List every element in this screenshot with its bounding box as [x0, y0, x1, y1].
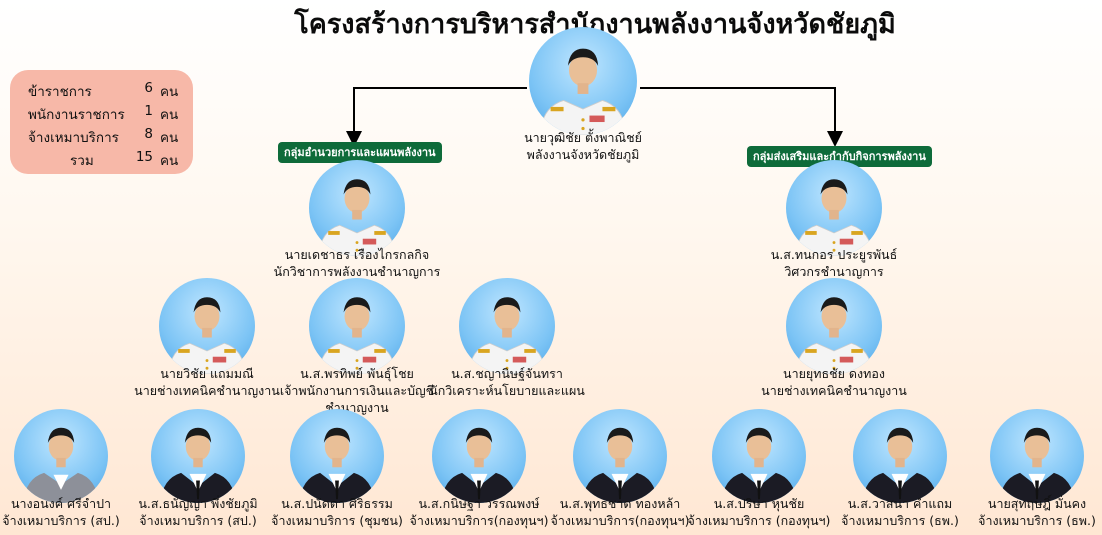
- person-name: น.ส.วาสนา คำแถม: [847, 496, 953, 511]
- person-name: นายสุทฤษฎิ์ มั่นคง: [987, 496, 1087, 511]
- person-name: น.ส.กนิษฐา วรรณพงษ์: [418, 496, 540, 511]
- summary-row: พนักงานราชการ 1 คน: [10, 103, 193, 125]
- portrait-photo: [712, 409, 806, 503]
- portrait-photo: [432, 409, 526, 503]
- person-name: นายวิชัย แถมมณี: [160, 366, 254, 381]
- summary-label: พนักงานราชการ: [28, 107, 125, 123]
- person-position: จ้างเหมาบริการ(กองทุนฯ): [409, 513, 549, 528]
- person-position: พลังงานจังหวัดชัยภูมิ: [526, 147, 640, 162]
- summary-label: รวม: [70, 153, 94, 169]
- person-name: น.ส.พรทิพย์ พันธุ์โชย: [300, 366, 414, 381]
- person-position: นักวิชาการพลังงานชำนาญการ: [273, 264, 441, 279]
- person-name: นายวุฒิชัย ตั้งพาณิชย์: [524, 130, 642, 145]
- portrait-photo: [853, 409, 947, 503]
- group-badge-promotion-regulation: กลุ่มส่งเสริมและกำกับกิจการพลังงาน: [747, 146, 932, 167]
- person-position: จ้างเหมาบริการ (กองทุนฯ): [687, 513, 831, 528]
- staff-summary-box: ข้าราชการ 6 คน พนักงานราชการ 1 คน จ้างเห…: [10, 70, 193, 174]
- portrait-photo: [309, 160, 405, 256]
- summary-row: ข้าราชการ 6 คน: [10, 80, 193, 102]
- summary-label: จ้างเหมาบริการ: [28, 130, 119, 146]
- person-position: นายช่างเทคนิคชำนาญงาน: [761, 383, 907, 398]
- person-name: นางอนงค์ ศรีจำปา: [10, 496, 112, 511]
- summary-unit: คน: [160, 153, 179, 169]
- person-name: น.ส.ชญานิษฐ์จันทรา: [451, 366, 563, 381]
- portrait-photo: [786, 278, 882, 374]
- person-name: นายเดชาธร เรืองไกรกลกิจ: [284, 247, 430, 262]
- person-position: จ้างเหมาบริการ (สป.): [139, 513, 257, 528]
- person-position: จ้างเหมาบริการ (ชุมชน): [271, 513, 403, 528]
- summary-count: 15: [135, 149, 153, 165]
- summary-unit: คน: [160, 130, 179, 146]
- portrait-photo: [309, 278, 405, 374]
- person-name: น.ส.พุทธชาด ทองหล้า: [559, 496, 681, 511]
- summary-unit: คน: [160, 107, 179, 123]
- person-position: วิศวกรชำนาญการ: [784, 264, 884, 279]
- summary-count: 8: [144, 126, 153, 142]
- portrait-photo: [151, 409, 245, 503]
- person-position: จ้างเหมาบริการ (ธพ.): [841, 513, 959, 528]
- portrait-photo: [459, 278, 555, 374]
- summary-row-total: รวม 15 คน: [10, 149, 193, 171]
- person-position: นักวิเคราะห์นโยบายและแผน: [429, 383, 585, 398]
- summary-row: จ้างเหมาบริการ 8 คน: [10, 126, 193, 148]
- person-name: น.ส.ปริษา หุนชัย: [713, 496, 805, 511]
- person-name: น.ส.ธนัญญา พึ่งชัยภูมิ: [138, 496, 258, 511]
- person-name: น.ส.ทนกอร ประยูรพันธ์: [770, 247, 898, 262]
- portrait-photo: [786, 160, 882, 256]
- summary-count: 6: [144, 80, 153, 96]
- portrait-photo: [14, 409, 108, 503]
- person-position: จ้างเหมาบริการ (ธพ.): [978, 513, 1096, 528]
- person-name: น.ส.ปนัดดา ศิริธรรม: [281, 496, 393, 511]
- summary-count: 1: [144, 103, 153, 119]
- group-badge-admin-planning: กลุ่มอำนวยการและแผนพลังงาน: [278, 142, 442, 163]
- person-position: นายช่างเทคนิคชำนาญงาน: [134, 383, 280, 398]
- portrait-photo: [529, 27, 637, 135]
- person-position: เจ้าพนักงานการเงินและบัญชี: [279, 383, 435, 398]
- portrait-photo: [573, 409, 667, 503]
- portrait-photo: [159, 278, 255, 374]
- person-name: นายยุทธชัย ดงทอง: [783, 366, 885, 381]
- summary-unit: คน: [160, 84, 179, 100]
- summary-label: ข้าราชการ: [28, 84, 92, 100]
- portrait-photo: [990, 409, 1084, 503]
- person-position: จ้างเหมาบริการ (สป.): [2, 513, 120, 528]
- portrait-photo: [290, 409, 384, 503]
- person-position: จ้างเหมาบริการ(กองทุนฯ): [550, 513, 690, 528]
